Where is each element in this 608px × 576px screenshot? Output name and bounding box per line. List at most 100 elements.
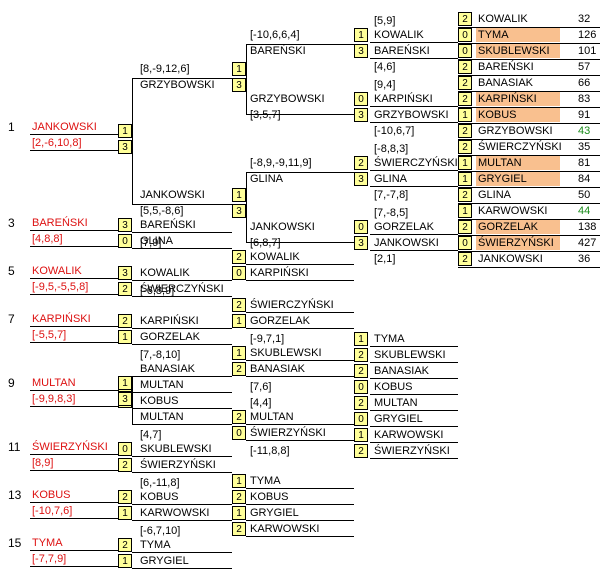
player-points: 35 xyxy=(578,141,591,153)
row-highlight xyxy=(476,172,560,186)
bracket-line xyxy=(246,264,354,265)
player-name: SKUBLEWSKI xyxy=(374,349,446,361)
set-score-box: 1 xyxy=(118,554,132,568)
seed-player-name: TYMA xyxy=(32,537,63,549)
set-score-box: 1 xyxy=(354,28,368,42)
player-name: SKUBLEWSKI xyxy=(250,347,322,359)
set-score-box: 2 xyxy=(118,458,132,472)
seed-line xyxy=(30,406,118,407)
seed-number: 15 xyxy=(8,536,22,550)
seed-player-name: KARPIŃSKI xyxy=(32,313,91,325)
player-name: GRYGIEL xyxy=(478,173,527,185)
set-score-box: 2 xyxy=(354,156,368,170)
set-score-box: 2 xyxy=(232,362,246,376)
seed-number: 13 xyxy=(8,488,22,502)
bracket-line xyxy=(370,442,458,443)
bracket-line xyxy=(370,58,458,59)
row-highlight xyxy=(476,44,560,58)
bracket-line xyxy=(370,346,458,347)
bracket-line xyxy=(132,408,232,409)
player-name: KOBUS xyxy=(478,109,517,121)
set-score-box: 2 xyxy=(458,124,472,138)
set-score-box: 1 xyxy=(232,188,246,202)
set-score-box: 0 xyxy=(232,266,246,280)
set-score-box: 0 xyxy=(354,92,368,106)
player-name: BAREŃSKI xyxy=(478,61,534,73)
player-name: JANKOWSKI xyxy=(374,237,439,249)
bracket-line xyxy=(132,552,232,553)
player-points: 91 xyxy=(578,109,591,121)
seed-line xyxy=(30,246,118,247)
bracket-line xyxy=(132,424,232,425)
seed-number: 5 xyxy=(8,264,15,278)
bracket-line xyxy=(132,78,232,79)
seed-player-name: KOBUS xyxy=(32,489,71,501)
player-name: GORZELAK xyxy=(374,221,434,233)
set-score-box: 2 xyxy=(118,538,132,552)
player-name: KOWALIK xyxy=(374,29,424,41)
seed-line xyxy=(30,150,118,151)
row-highlight xyxy=(476,156,560,170)
seed-player-name: BAREŃSKI xyxy=(32,217,88,229)
player-name: JANKOWSKI xyxy=(478,253,543,265)
player-points: 36 xyxy=(578,253,591,265)
seed-line xyxy=(30,502,118,503)
player-name: BANASIAK xyxy=(140,363,196,375)
set-score-box: 1 xyxy=(232,346,246,360)
bracket-line xyxy=(458,155,600,156)
bracket-line xyxy=(246,440,354,441)
bracket-line xyxy=(370,122,458,123)
player-name: ŚWIERCZYŃSKI xyxy=(478,141,562,153)
bracket-line xyxy=(458,91,600,92)
bracket-line xyxy=(370,42,458,43)
set-score-box: 3 xyxy=(118,140,132,154)
bracket-line xyxy=(370,106,458,107)
seed-score: [8,9] xyxy=(32,457,54,469)
player-points: 50 xyxy=(578,189,591,201)
bracket-line xyxy=(458,235,600,236)
bracket-line xyxy=(246,172,354,173)
bracket-line xyxy=(132,280,232,281)
player-name: JANKOWSKI xyxy=(250,221,315,233)
seed-line xyxy=(30,294,118,295)
set-score-box: 3 xyxy=(354,44,368,58)
seed-line xyxy=(30,518,118,519)
set-score-box: 2 xyxy=(232,250,246,264)
set-score-box: 2 xyxy=(458,220,472,234)
player-name: BANASIAK xyxy=(374,365,430,377)
match-score: [2,1] xyxy=(374,253,396,265)
set-score-box: 3 xyxy=(354,236,368,250)
bracket-line xyxy=(132,328,232,329)
seed-score: [-5,5,7] xyxy=(32,329,67,341)
player-name: GORZELAK xyxy=(250,315,310,327)
set-score-box: 2 xyxy=(458,60,472,74)
bracket-line xyxy=(370,426,458,427)
set-score-box: 2 xyxy=(458,252,472,266)
seed-line xyxy=(30,390,118,391)
seed-number: 7 xyxy=(8,312,15,326)
bracket-line xyxy=(458,267,600,268)
set-score-box: 0 xyxy=(458,236,472,250)
seed-score: [-7,7,9] xyxy=(32,553,67,565)
player-name: GLINA xyxy=(140,235,174,247)
seed-line xyxy=(30,278,118,279)
match-score: [7,-8,5] xyxy=(374,207,409,219)
player-name: GRYGIEL xyxy=(140,555,189,567)
set-score-box: 1 xyxy=(458,204,472,218)
bracket-line xyxy=(370,250,458,251)
set-score-box: 2 xyxy=(354,364,368,378)
match-score: [4,6] xyxy=(374,61,396,73)
match-score: [5,5,-8,6] xyxy=(140,205,184,217)
player-name: BAREŃSKI xyxy=(374,45,430,57)
bracket-line xyxy=(370,378,458,379)
bracket-line xyxy=(370,394,458,395)
bracket-line xyxy=(132,248,232,249)
set-score-box: 3 xyxy=(118,266,132,280)
bracket-line xyxy=(132,392,232,393)
player-name: TYMA xyxy=(140,539,171,551)
player-points: 44 xyxy=(578,205,591,217)
set-score-box: 2 xyxy=(232,490,246,504)
seed-score: [-9,5,-5,5,8] xyxy=(32,281,89,293)
match-score: [6,8,7] xyxy=(250,237,281,249)
player-name: KARPIŃSKI xyxy=(478,93,537,105)
